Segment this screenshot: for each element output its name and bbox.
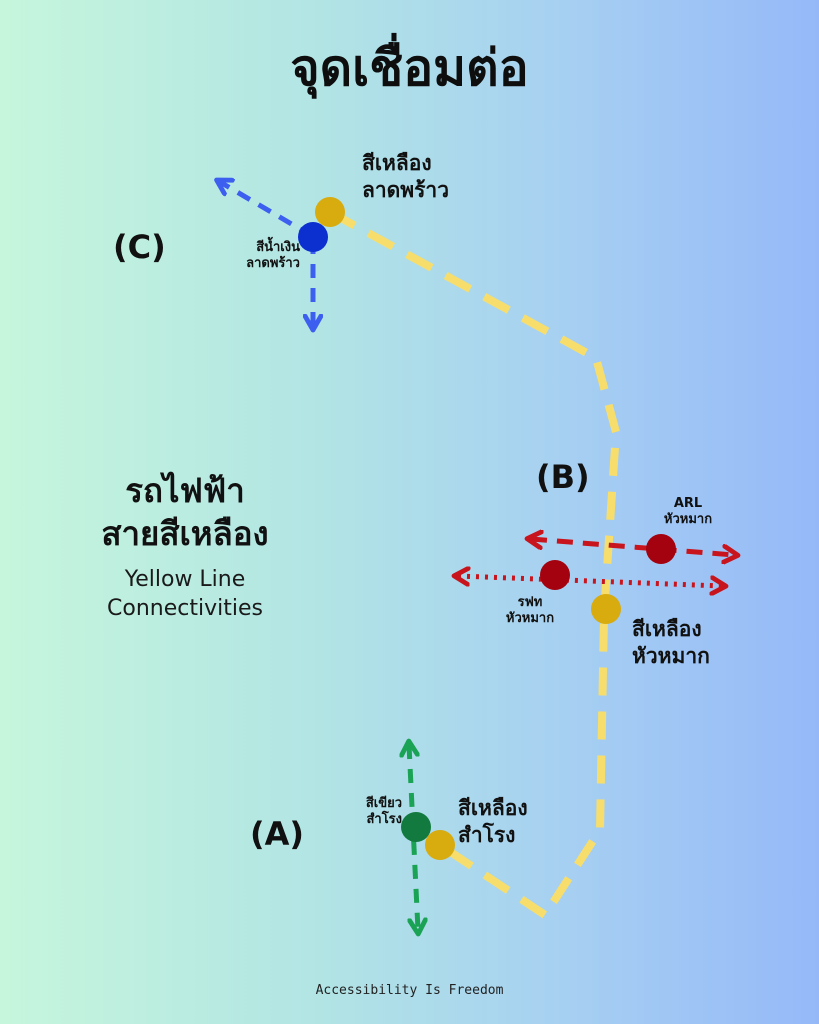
station-marker-yellow-huamak	[591, 594, 621, 624]
station-label-srt-huamak: รฟท หัวหมาก	[490, 595, 570, 628]
station-marker-srt-huamak	[540, 560, 570, 590]
interchange-label-a: (A)	[250, 815, 305, 853]
station-marker-yellow-samrong	[425, 830, 455, 860]
station-marker-green-samrong	[401, 812, 431, 842]
station-line-name: สีเหลือง	[362, 151, 432, 175]
station-line-name: รฟท	[517, 595, 543, 610]
station-name: ลาดพร้าว	[362, 178, 450, 203]
station-name: หัวหมาก	[505, 611, 555, 627]
interchange-label-b: (B)	[536, 458, 590, 496]
station-line-name: สีเหลือง	[458, 796, 528, 820]
line-heading: รถไฟฟ้า สายสีเหลือง	[50, 470, 320, 556]
line-subheading: Yellow Line Connectivities	[50, 566, 320, 623]
station-label-green-samrong: สีเขียว สำโรง	[322, 796, 402, 829]
subheading-line-2: Connectivities	[107, 595, 263, 621]
footer-credit: Accessibility Is Freedom	[315, 983, 504, 998]
arl-line	[531, 539, 734, 555]
srt-line	[458, 576, 722, 586]
station-line-name: สีเหลือง	[632, 617, 702, 641]
station-label-blue-ladprao: สีน้ำเงิน ลาดพร้าว	[220, 240, 300, 273]
heading-line-2: สายสีเหลือง	[101, 513, 269, 553]
station-marker-arl-huamak	[646, 534, 676, 564]
station-name: สำโรง	[366, 812, 402, 828]
station-marker-yellow-ladprao	[315, 197, 345, 227]
station-label-yellow-ladprao: สีเหลือง ลาดพร้าว	[362, 150, 449, 205]
station-name: หัวหมาก	[663, 512, 713, 528]
station-marker-blue-ladprao	[298, 222, 328, 252]
station-label-arl-huamak: ARL หัวหมาก	[648, 496, 728, 529]
interchange-label-c: (C)	[113, 228, 166, 266]
station-line-name: สีน้ำเงิน	[256, 240, 300, 255]
station-line-name: ARL	[673, 496, 703, 511]
page-title: จุดเชื่อมต่อ	[290, 39, 529, 97]
station-name: สำโรง	[458, 823, 516, 848]
station-name: ลาดพร้าว	[246, 256, 300, 272]
blue-line-arrow-northwest	[220, 182, 314, 239]
subheading-line-1: Yellow Line	[124, 567, 246, 592]
station-name: หัวหมาก	[632, 644, 710, 669]
station-line-name: สีเขียว	[365, 796, 402, 811]
green-line	[409, 745, 418, 930]
station-label-yellow-samrong: สีเหลือง สำโรง	[458, 795, 528, 850]
heading-line-1: รถไฟฟ้า	[125, 471, 245, 510]
station-label-yellow-huamak: สีเหลือง หัวหมาก	[632, 616, 710, 671]
